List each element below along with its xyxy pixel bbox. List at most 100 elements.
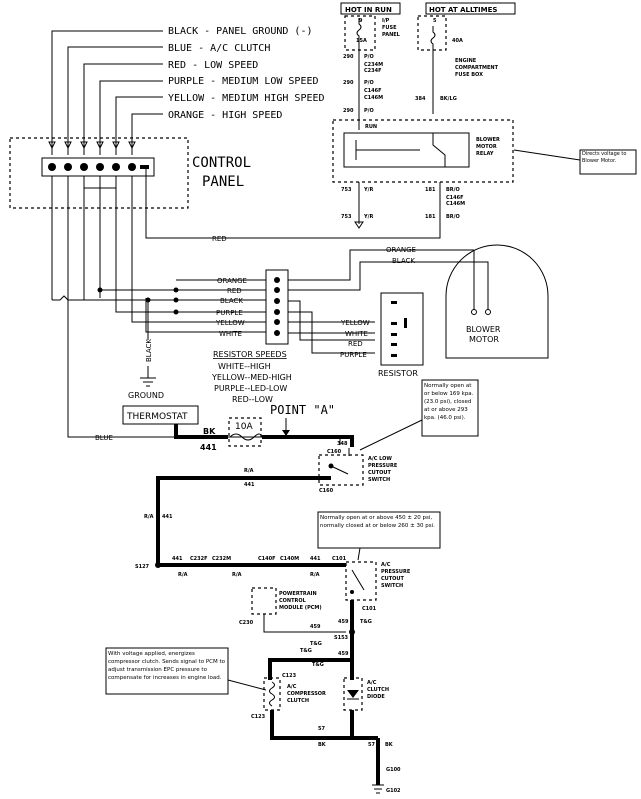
clutch-label-3: CLUTCH (287, 698, 309, 704)
pressure-switch-1: A/C (381, 562, 391, 568)
resistor-purple: PURPLE (340, 351, 367, 359)
speed-purple: PURPLE--LED-LOW (214, 384, 287, 393)
diode-label-3: DIODE (367, 694, 385, 700)
legend-red: RED - LOW SPEED (168, 60, 258, 71)
harness-yellow: YELLOW (215, 319, 245, 327)
code-bklg: BK/LG (440, 96, 457, 102)
resistor-yellow: YELLOW (340, 319, 370, 327)
c441-label: 441 (200, 443, 217, 452)
code-g100: G100 (386, 767, 401, 773)
clutch-note: With voltage applied, energizes compress… (108, 651, 225, 681)
code-c146f: C146F (364, 88, 382, 94)
code-459-a: 459 (338, 619, 349, 625)
code-tg-b: T&G (310, 641, 322, 647)
pressure-switch-2: PRESSURE (381, 569, 411, 575)
bk-label: BK (203, 427, 216, 436)
code-c140f: C140F (258, 556, 276, 562)
code-c234f: C234F (364, 68, 382, 74)
code-s153: S153 (334, 635, 349, 641)
harness-white: WHITE (219, 330, 242, 338)
code-yr-b: Y/R (363, 214, 373, 220)
code-po-a: P/O (364, 54, 374, 60)
low-pressure-switch: Normally open at or below 169 kpa. (23.0… (144, 379, 479, 565)
resistor-speeds-title: RESISTOR SPEEDS (213, 350, 287, 359)
fuse-10a-label: 10A (235, 422, 253, 432)
code-57-a: 57 (318, 726, 325, 732)
resistor-label: RESISTOR (378, 369, 418, 378)
blower-motor-label-1: BLOWER (466, 325, 501, 334)
code-290-c: 290 (343, 108, 354, 114)
legend-yellow: YELLOW - MEDIUM HIGH SPEED (168, 93, 325, 104)
low-switch-note: Normally open at or below 169 kpa. (23.0… (424, 383, 474, 421)
fuse-15a-label: 15A (356, 38, 367, 44)
fuse-9-label: 9 (359, 18, 363, 24)
blower-relay-2: MOTOR (476, 144, 497, 150)
fuse-panel-label-2: FUSE (382, 25, 397, 31)
fuse-panel-label-3: PANEL (382, 32, 401, 38)
blower-motor-label-2: MOTOR (469, 335, 499, 344)
code-c146m2: C146M (446, 201, 465, 207)
wire-orange-top: ORANGE (386, 246, 416, 254)
pcm-section: POWERTRAIN CONTROL MODULE (PCM) C230 459… (239, 587, 355, 647)
code-753-a: 753 (341, 187, 352, 193)
code-57-b: 57 (368, 742, 375, 748)
code-ra-h3: R/A (310, 572, 320, 578)
code-441-low: 441 (244, 482, 255, 488)
code-c234m: C234M (364, 62, 383, 68)
code-181-b: 181 (425, 214, 436, 220)
blower-relay-1: BLOWER (476, 137, 500, 143)
control-panel: CONTROL PANEL (9, 137, 251, 209)
pressure-switch-4: SWITCH (381, 583, 403, 589)
code-c101: C101 (332, 556, 347, 562)
engine-fuse-box-3: FUSE BOX (455, 72, 483, 78)
control-panel-label: CONTROL (192, 155, 251, 171)
legend-black: BLACK - PANEL GROUND (-) (168, 26, 313, 37)
low-switch-1: A/C LOW (368, 456, 392, 462)
point-a-label: POINT "A" (270, 403, 335, 417)
code-bro-b: BR/O (446, 214, 460, 220)
hot-in-run-label: HOT IN RUN (345, 6, 392, 14)
thermostat-label: THERMOSTAT (126, 412, 188, 422)
code-c146f2: C146F (446, 195, 464, 201)
harness-black: BLACK (220, 297, 243, 305)
control-panel-label-2: PANEL (202, 174, 244, 190)
low-switch-4: SWITCH (368, 477, 390, 483)
code-459-b: 459 (310, 624, 321, 630)
code-441-a: 441 (172, 556, 183, 562)
code-384: 384 (415, 96, 426, 102)
code-po-c: P/O (364, 108, 374, 114)
clutch-label-1: A/C (287, 684, 297, 690)
code-c232f: C232F (190, 556, 208, 562)
speed-yellow: YELLOW--MED-HIGH (211, 373, 292, 382)
code-g102: G102 (386, 788, 401, 794)
code-bk-b: BK (385, 742, 394, 748)
code-348: 348 (337, 441, 348, 447)
code-c123: C123 (282, 673, 297, 679)
resistor-speeds-table: RESISTOR SPEEDS WHITE--HIGH YELLOW--MED-… (211, 350, 292, 404)
code-run: RUN (365, 124, 377, 130)
resistor-white: WHITE (345, 330, 368, 338)
low-switch-2: PRESSURE (368, 463, 398, 469)
blower-note: Directs voltage to Blower Motor. (582, 151, 627, 164)
code-c160b: C160 (319, 488, 334, 494)
code-ra-h1: R/A (178, 572, 188, 578)
wire-black-vertical: BLACK (145, 339, 153, 362)
engine-fuse-box-2: COMPARTMENT (455, 65, 499, 71)
high-pressure-switch: Normally open at or above 450 ± 20 psi, … (135, 511, 441, 640)
code-c232m: C232M (212, 556, 231, 562)
code-yr-a: Y/R (363, 187, 373, 193)
pressure-switch-3: CUTOUT (381, 576, 404, 582)
code-c230: C230 (239, 620, 254, 626)
code-tg-c: T&G (300, 648, 312, 654)
hot-at-all-times-label: HOT AT ALLTIMES (429, 6, 497, 14)
code-c123b: C123 (251, 714, 266, 720)
engine-fuse-box-1: ENGINE (455, 58, 477, 64)
code-ra-h2: R/A (232, 572, 242, 578)
pcm-label-2: CONTROL (279, 598, 307, 604)
code-ra-low: R/A (244, 468, 254, 474)
resistor-red: RED (348, 340, 363, 348)
code-753-b: 753 (341, 214, 352, 220)
code-tg-d: T&G (312, 662, 324, 668)
code-c101b: C101 (362, 606, 377, 612)
low-switch-3: CUTOUT (368, 470, 391, 476)
